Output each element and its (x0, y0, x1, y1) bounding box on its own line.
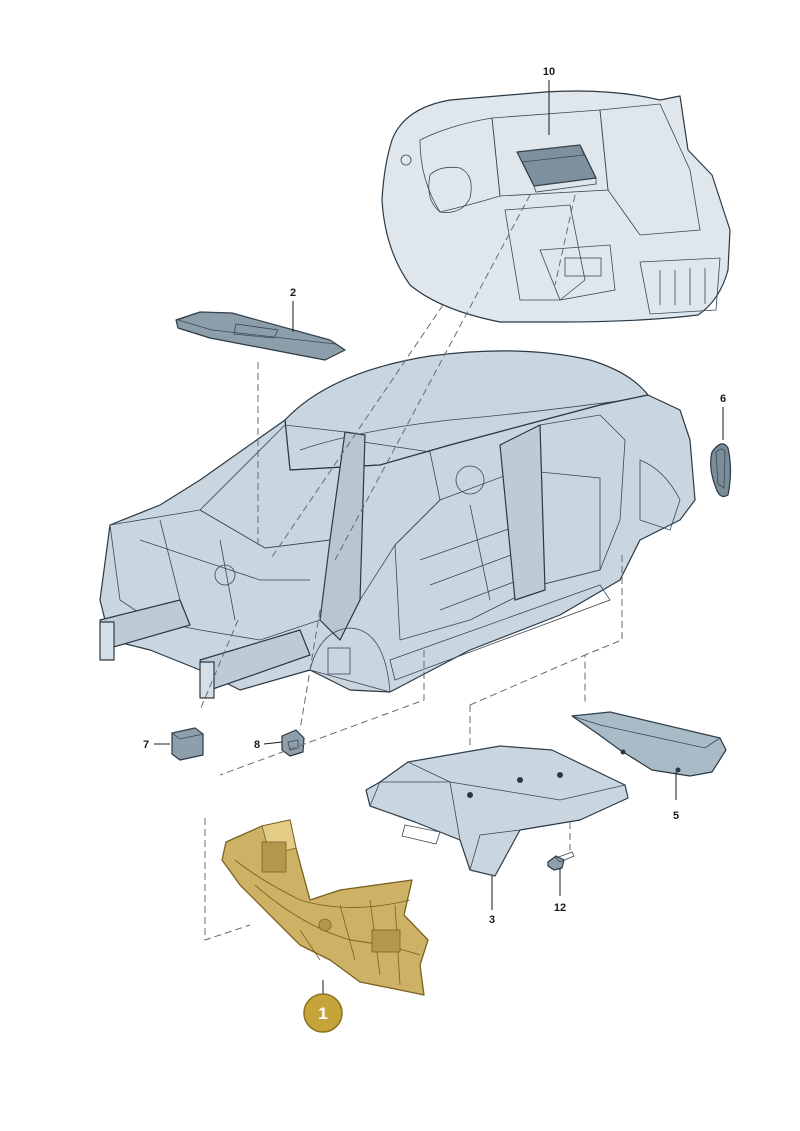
part-8-bracket (281, 729, 305, 757)
callout-2: 2 (290, 287, 296, 299)
assembly-guide-lines (199, 194, 623, 941)
callout-labels: 10 2 6 7 8 5 3 12 (143, 66, 726, 926)
callout-12: 12 (554, 902, 566, 914)
part-3-floor-panel (365, 745, 629, 877)
part-2-roof-pad (175, 311, 346, 361)
callout-5: 5 (673, 810, 679, 822)
part-12-bolt (547, 851, 575, 871)
callout-3: 3 (489, 914, 495, 926)
callout-1: 1 (318, 1004, 327, 1023)
leader-lines (154, 80, 724, 995)
car-body-shell (99, 350, 696, 699)
part-1-bulkhead-highlighted (221, 819, 429, 996)
callout-6: 6 (720, 393, 726, 405)
callout-1-badge: 1 (303, 993, 343, 1033)
callout-8: 8 (254, 739, 260, 751)
dashboard-inset-detail (381, 90, 731, 323)
callout-7: 7 (143, 739, 149, 751)
part-10-insulation-pad (516, 144, 597, 193)
part-5-tray (571, 711, 727, 777)
callout-10: 10 (543, 66, 555, 78)
part-6-cover (710, 443, 732, 498)
part-7-block (171, 727, 204, 761)
